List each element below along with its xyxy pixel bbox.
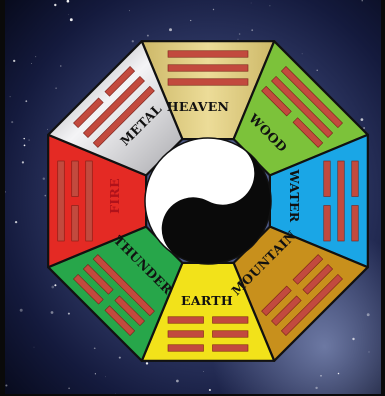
star [363,127,365,129]
star [51,311,54,314]
star [5,384,7,386]
star [239,33,241,35]
star [147,35,149,37]
star [95,373,96,374]
star [94,347,96,349]
star [45,195,47,197]
star [22,161,24,163]
label-earth: EARTH [181,293,233,308]
star [320,375,322,377]
star [146,362,148,364]
star [362,0,363,1]
star [23,138,24,139]
yang-line [338,161,345,241]
yin-line-segment [352,206,359,242]
star [115,393,116,394]
yin-line-segment [72,161,79,197]
star [54,4,56,6]
star [68,387,70,389]
star [367,313,370,316]
star [20,309,23,312]
star [54,284,56,286]
star [129,10,130,11]
star [251,3,252,4]
star [338,373,340,375]
star [105,376,106,377]
star [169,28,172,31]
label-fire: FIRE [107,178,122,214]
star [190,20,191,21]
star [238,39,239,40]
yin-line-segment [324,206,331,242]
star [368,351,369,352]
star [251,29,253,31]
star [269,5,270,6]
yin-line-segment [352,161,359,197]
star [29,140,30,141]
yang-line [58,161,65,241]
yin-line-segment [324,161,331,197]
star [361,118,364,121]
star [51,286,54,289]
yang-line [86,161,93,241]
yang-line [168,65,248,72]
star [209,389,211,391]
yin-line-segment [213,331,249,338]
yang-line [168,51,248,58]
star [70,18,73,21]
label-heaven: HEAVEN [167,99,230,114]
star [132,40,134,42]
yin-line-segment [168,317,204,324]
bagua-diagram: HEAVEN WOOD WATER MOUNTAIN EARTH THUNDER… [5,0,381,394]
yin-line-segment [72,206,79,242]
yin-line-segment [168,331,204,338]
star [31,63,32,64]
yang-line [168,79,248,86]
star [10,96,11,97]
star [24,145,26,147]
star [55,87,57,89]
star [43,177,45,179]
star [15,221,17,223]
star [203,371,204,372]
star [213,9,214,10]
star [68,14,69,15]
star [60,65,61,66]
star [35,56,36,57]
yin-line-segment [213,345,249,352]
star [67,0,70,3]
yin-line-segment [213,317,249,324]
label-water: WATER [287,169,302,223]
trigram-heaven [168,51,248,86]
star [316,70,317,71]
star [47,129,48,130]
star [25,100,27,102]
star [119,357,121,359]
star [68,313,70,315]
star [302,53,303,54]
star [315,387,317,389]
star [34,347,35,348]
star [13,60,15,62]
star [11,121,13,123]
yin-line-segment [168,345,204,352]
star [352,338,354,340]
star [176,380,179,383]
